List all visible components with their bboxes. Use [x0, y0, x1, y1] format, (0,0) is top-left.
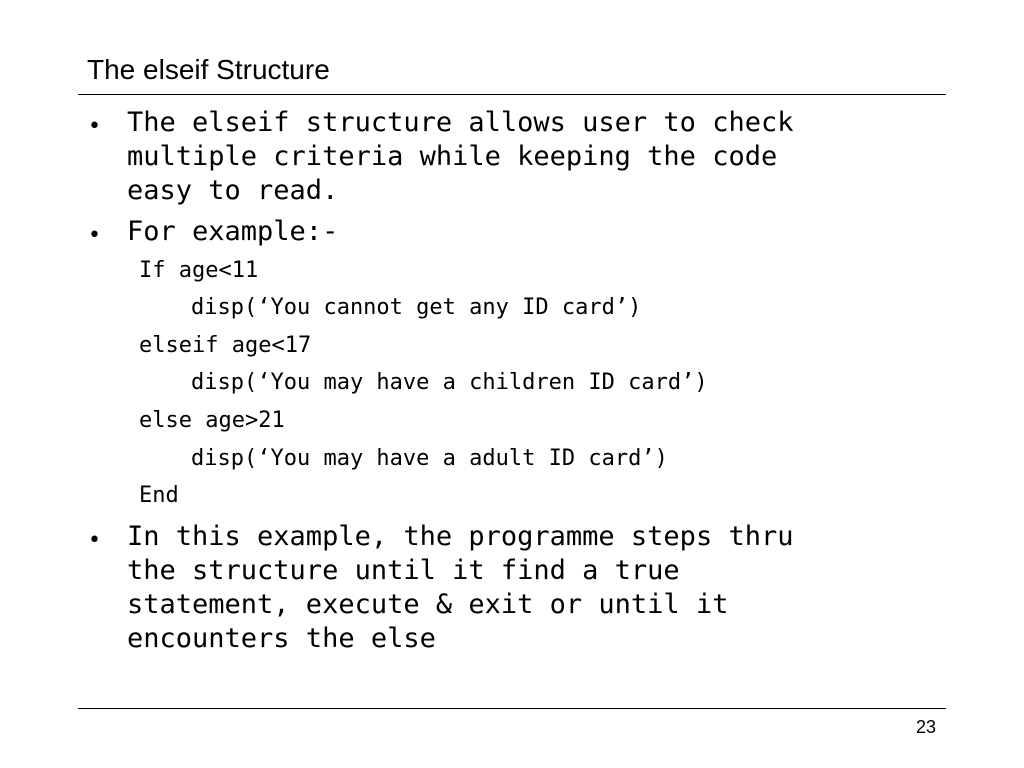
title-divider	[78, 94, 946, 95]
code-line-end: End	[139, 483, 179, 508]
bullet-1-line-1: The elseif structure allows user to chec…	[127, 107, 794, 138]
bullet-1-line-3: easy to read.	[127, 175, 339, 206]
bullet-marker: •	[88, 528, 101, 553]
code-line-disp-1: disp(‘You cannot get any ID card’)	[191, 295, 642, 320]
bullet-marker: •	[88, 114, 101, 139]
bullet-2-line-1: For example:-	[127, 216, 339, 247]
page-number: 23	[915, 717, 936, 737]
bullet-3-line-3: statement, execute & exit or until it	[127, 589, 729, 620]
bullet-3-line-4: encounters the else	[127, 623, 436, 654]
code-line-disp-2: disp(‘You may have a children ID card’)	[191, 370, 708, 395]
code-line-else: else age>21	[139, 408, 285, 433]
bullet-3-line-1: In this example, the programme steps thr…	[127, 521, 794, 552]
slide-title: The elseif Structure	[87, 54, 330, 85]
bullet-3-line-2: the structure until it find a true	[127, 555, 680, 586]
footer-divider	[78, 708, 946, 709]
code-line-disp-3: disp(‘You may have a adult ID card’)	[191, 446, 668, 471]
bullet-marker: •	[88, 223, 101, 248]
bullet-1-line-2: multiple criteria while keeping the code	[127, 141, 778, 172]
code-line-elseif: elseif age<17	[139, 333, 312, 358]
code-line-if: If age<11	[139, 258, 259, 283]
